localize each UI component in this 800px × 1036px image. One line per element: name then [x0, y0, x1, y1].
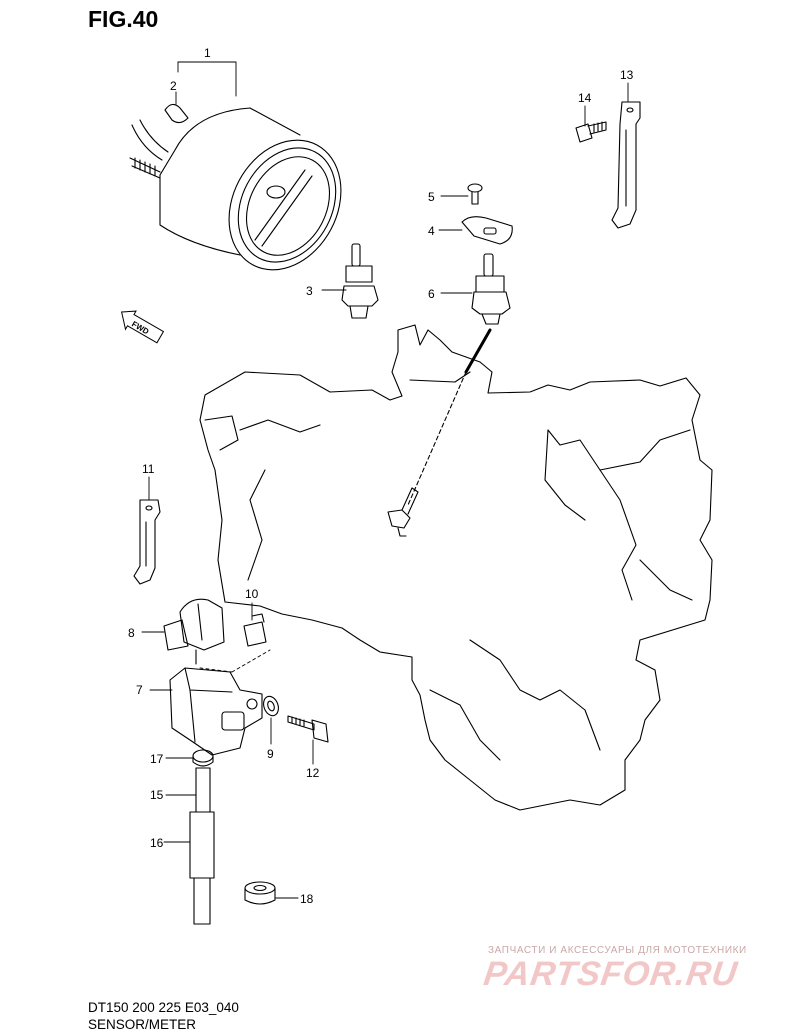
engine-block-outline [199, 324, 713, 811]
callout-13: 13 [620, 68, 634, 82]
part-17-clamp[interactable] [192, 749, 214, 767]
callout-leaders [141, 61, 629, 899]
figure-title: FIG.40 [88, 6, 159, 32]
part-13-strap[interactable] [611, 101, 641, 229]
part-4-plate[interactable] [461, 216, 513, 245]
part-14-bolt[interactable] [575, 121, 607, 143]
part-5-screw[interactable] [467, 183, 483, 205]
part-6-sensor[interactable] [471, 253, 511, 325]
watermark-tagline: ЗАПЧАСТИ И АКСЕССУАРЫ ДЛЯ МОТОТЕХНИКИ [488, 945, 747, 956]
callout-16: 16 [150, 836, 164, 850]
part-12-bolt[interactable] [287, 715, 329, 743]
part-18-grommet[interactable] [244, 881, 276, 905]
callout-numbers: 1 2 3 4 5 6 7 8 9 10 11 12 13 14 15 16 1… [128, 46, 634, 906]
callout-14: 14 [578, 91, 592, 105]
watermark-logo: PARTSFOR.RU [481, 955, 741, 993]
callout-7: 7 [136, 683, 143, 697]
callout-18: 18 [300, 892, 314, 906]
part-15-hose[interactable] [195, 767, 211, 813]
part-16-hose[interactable] [189, 811, 215, 925]
part-1-meter-gauge[interactable] [129, 107, 363, 289]
dashed-assembly-guide [199, 649, 271, 673]
callout-3: 3 [306, 284, 313, 298]
part-11-strap[interactable] [133, 499, 161, 585]
callout-8: 8 [128, 626, 135, 640]
forward-direction-badge: FWD [120, 310, 165, 344]
callout-11: 11 [142, 462, 155, 476]
callout-10: 10 [245, 587, 259, 601]
leader-part-6-to-engine [464, 328, 492, 374]
callout-4: 4 [428, 224, 435, 238]
callout-1: 1 [204, 46, 211, 60]
callout-5: 5 [428, 190, 435, 204]
part-7-bracket[interactable] [169, 667, 263, 756]
part-10-grommet[interactable] [243, 613, 267, 647]
callout-17: 17 [150, 752, 164, 766]
callout-12: 12 [306, 766, 320, 780]
model-code: DT150 200 225 E03_040 [88, 1000, 239, 1015]
part-3-sensor[interactable] [341, 243, 379, 319]
part-9-washer[interactable] [261, 694, 281, 718]
callout-6: 6 [428, 287, 435, 301]
figure-caption: SENSOR/METER [88, 1017, 197, 1032]
callout-9: 9 [267, 747, 274, 761]
sensor-mounting-point [387, 487, 419, 537]
part-2-clip[interactable] [164, 103, 189, 124]
leader-part-6-dashed [407, 371, 467, 506]
part-8-sensor-unit[interactable] [163, 598, 225, 665]
callout-2: 2 [170, 79, 177, 93]
callout-15: 15 [150, 788, 164, 802]
